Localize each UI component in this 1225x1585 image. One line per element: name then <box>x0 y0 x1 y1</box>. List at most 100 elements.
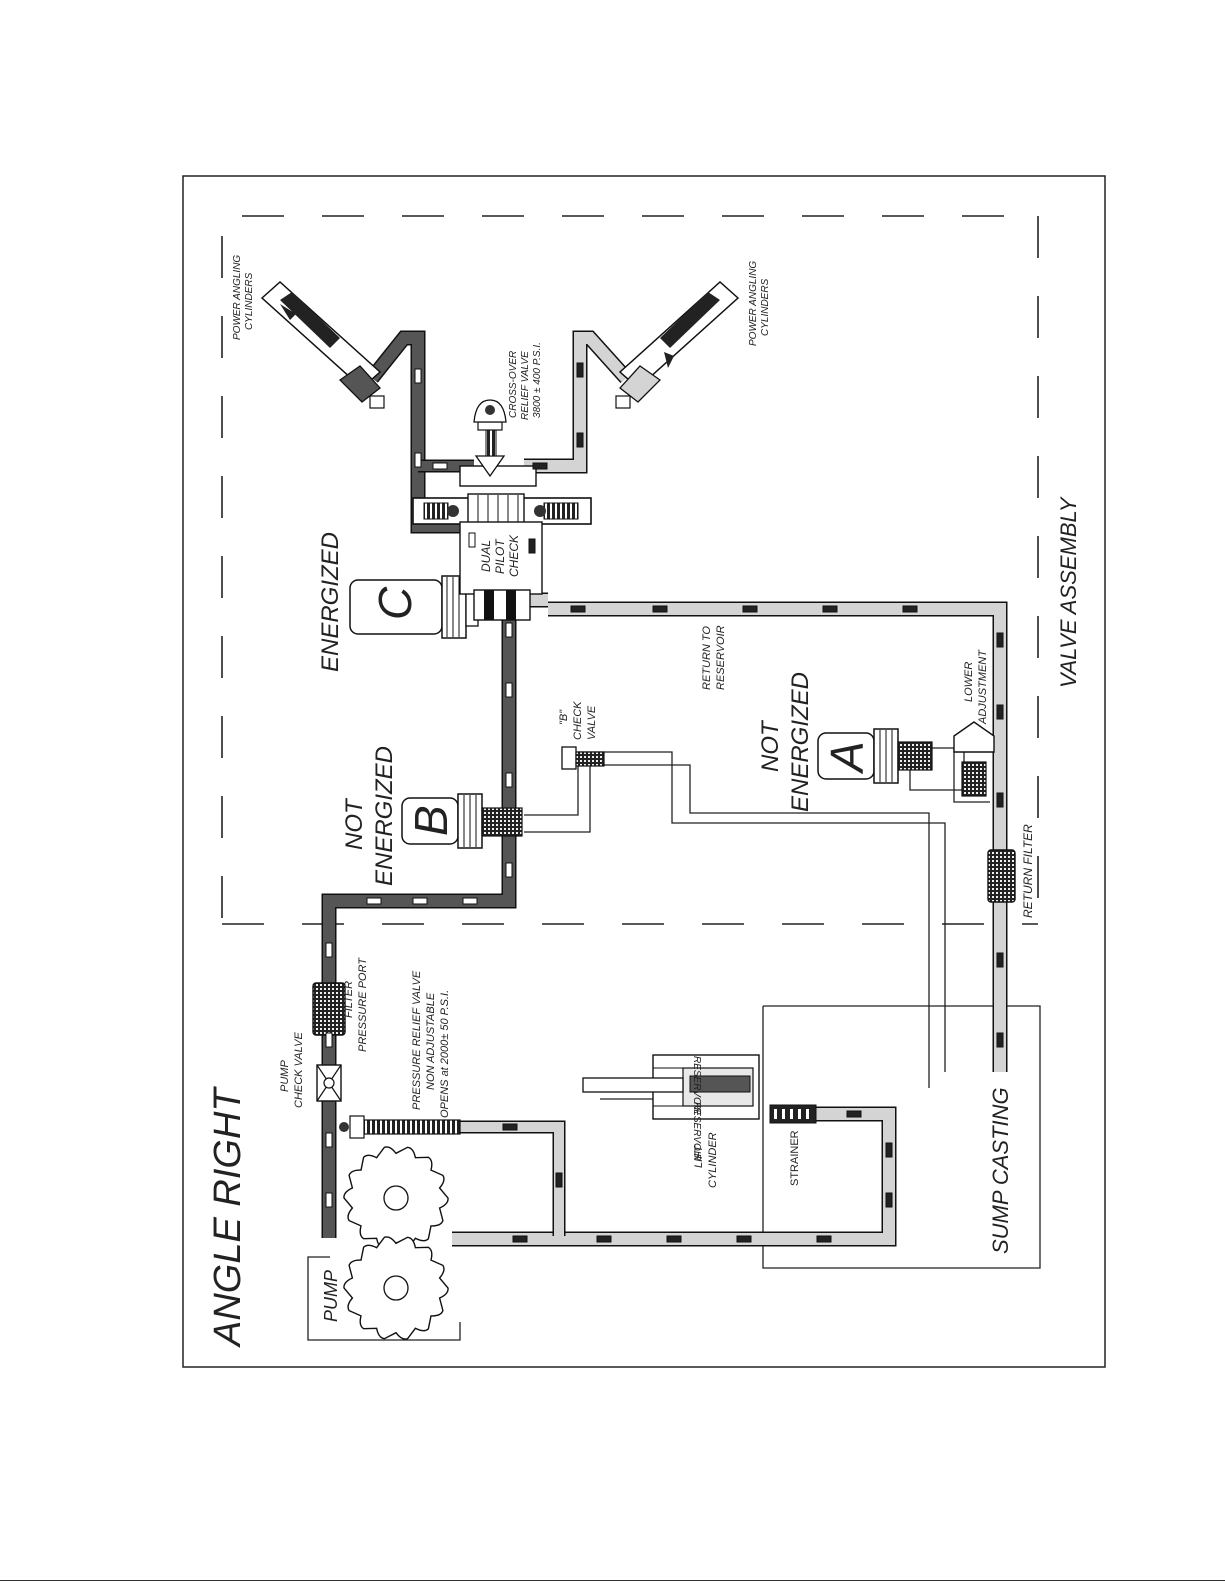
pilot-lines <box>524 747 990 1100</box>
cross-over-relief-label: CROSS-OVER RELIEF VALVE 3800 ± 400 P.S.I… <box>508 342 543 420</box>
pressure-arrow-2 <box>325 1032 333 1048</box>
pressure-arrow-h-1 <box>412 897 428 905</box>
return-to-reservoir-label: RETURN TO RESERVOIR <box>701 625 727 690</box>
return-arrow-v-2 <box>996 792 1004 808</box>
return-arrow-v-4 <box>996 1032 1004 1048</box>
pressure-arrow-v-0 <box>505 862 513 878</box>
pressure-arrow-h-2 <box>462 897 478 905</box>
cross-over-relief-valve-icon <box>459 399 537 487</box>
dual-pilot-check-icon <box>412 493 592 621</box>
valve-assembly-boundary <box>221 215 1039 925</box>
pressure-arrow-pilot <box>468 532 476 548</box>
return-arrow-h-3 <box>822 605 838 613</box>
flow-arrows <box>325 362 1004 1243</box>
pump-gear-upper-hub <box>383 1185 409 1211</box>
return-arrow-h-0 <box>570 605 586 613</box>
relief-arrow-v-0 <box>555 1172 563 1188</box>
svg-text:CYLINDERS: CYLINDERS <box>244 272 255 330</box>
return-arrow-right-0 <box>576 362 584 378</box>
relief-arrow-0 <box>502 1123 518 1131</box>
suction-arrow-h-1 <box>736 1235 752 1243</box>
pressure-arrow-left-1 <box>414 368 422 384</box>
svg-text:CYLINDERS: CYLINDERS <box>760 278 771 336</box>
svg-text:ADJUSTMENT: ADJUSTMENT <box>977 649 989 725</box>
suction-arrow-h-0 <box>816 1235 832 1243</box>
svg-text:CHECK: CHECK <box>572 701 584 740</box>
svg-text:RESERVOIR: RESERVOIR <box>715 625 727 690</box>
solenoid-a-icon <box>817 728 933 784</box>
strainer-label: STRAINER <box>789 1130 801 1186</box>
return-filter-label: RETURN FILTER <box>1021 824 1035 918</box>
solenoid-a-state: NOT ENERGIZED <box>757 672 814 812</box>
svg-text:CHECK VALVE: CHECK VALVE <box>293 1032 305 1108</box>
svg-text:NOT: NOT <box>757 719 784 772</box>
relief-return-pipe <box>460 1122 564 1236</box>
lift-cylinder-label: LIFT CYLINDER <box>693 1132 719 1188</box>
svg-text:PILOT: PILOT <box>493 538 507 574</box>
svg-text:CROSS-OVER: CROSS-OVER <box>508 351 519 418</box>
diagram-title: ANGLE RIGHT <box>207 1086 249 1348</box>
suction-arrow-v-0 <box>885 1142 893 1158</box>
svg-text:FILTER: FILTER <box>343 981 355 1018</box>
relief-return-pipe-outline <box>460 1120 566 1236</box>
pressure-arrow-1 <box>325 1132 333 1148</box>
svg-text:CHECK: CHECK <box>507 534 521 577</box>
return-arrow-right-1 <box>576 432 584 448</box>
solenoid-a-letter: A <box>821 741 873 775</box>
pump-gears-icon <box>343 1146 449 1340</box>
pressure-arrow-h-0 <box>366 897 382 905</box>
pressure-relief-spring-icon <box>339 1115 461 1139</box>
svg-text:LOWER: LOWER <box>963 662 975 702</box>
diagram-frame <box>182 175 1106 1368</box>
page-bottom-rule <box>0 1580 1225 1581</box>
solenoid-b-letter: B <box>405 805 457 836</box>
lift-cylinder-icon <box>582 1054 760 1120</box>
svg-text:POWER ANGLING: POWER ANGLING <box>748 261 759 346</box>
svg-text:ENERGIZED: ENERGIZED <box>371 746 398 886</box>
filter-pressure-port-label: FILTER PRESSURE PORT <box>343 957 369 1052</box>
svg-text:VALVE: VALVE <box>586 705 598 740</box>
svg-text:LIFT: LIFT <box>693 1144 705 1168</box>
sump-casting-box <box>762 1005 1041 1269</box>
pump-label: PUMP <box>321 1270 341 1322</box>
power-angling-cylinder-right-icon <box>615 280 740 409</box>
dual-pilot-check-label: DUAL PILOT CHECK <box>479 534 521 577</box>
solenoid-b-icon <box>401 793 523 849</box>
svg-text:ENERGIZED: ENERGIZED <box>787 672 814 812</box>
power-angling-left-label: POWER ANGLING CYLINDERS <box>232 255 255 340</box>
return-arrow-crossover <box>532 462 548 470</box>
return-pipe-reservoir-outline <box>548 601 1008 1072</box>
solenoid-c-state: ENERGIZED <box>317 532 344 672</box>
pump-check-valve-icon <box>316 1064 342 1102</box>
b-check-valve-label: "B" CHECK VALVE <box>558 701 598 740</box>
valve-assembly-label: VALVE ASSEMBLY <box>1056 496 1081 688</box>
power-angling-cylinder-left-icon <box>260 280 385 409</box>
pressure-arrow-v-1 <box>505 772 513 788</box>
return-arrow-h-1 <box>652 605 668 613</box>
return-arrow-pilot <box>528 538 536 554</box>
svg-text:POWER ANGLING: POWER ANGLING <box>232 255 243 340</box>
svg-text:RELIEF VALVE: RELIEF VALVE <box>520 351 531 420</box>
sump-casting-label: SUMP CASTING <box>988 1087 1013 1254</box>
return-arrow-v-0 <box>996 632 1004 648</box>
pump-check-valve-label: PUMP CHECK VALVE <box>279 1032 305 1108</box>
return-pipe-reservoir <box>548 603 1006 1072</box>
svg-text:PRESSURE RELIEF VALVE: PRESSURE RELIEF VALVE <box>411 970 423 1110</box>
return-arrow-h-4 <box>902 605 918 613</box>
return-pipe-right-cylinder <box>524 332 631 472</box>
suction-arrow-h-3 <box>596 1235 612 1243</box>
solenoid-c-letter: C <box>369 586 421 620</box>
reservoir-label-bottom: RESERVOIR <box>691 1102 702 1161</box>
svg-text:"B": "B" <box>558 709 570 725</box>
pressure-arrow-0 <box>325 1192 333 1208</box>
svg-text:RETURN TO: RETURN TO <box>701 626 713 690</box>
reservoir-label-top: RESERVOIR <box>691 1056 702 1115</box>
svg-text:3800 ± 400 P.S.I.: 3800 ± 400 P.S.I. <box>532 342 543 418</box>
pump-bracket <box>307 1256 461 1341</box>
pressure-arrow-v-2 <box>505 682 513 698</box>
pressure-arrow-3 <box>325 942 333 958</box>
b-check-valve-icon <box>561 746 605 770</box>
pressure-relief-label: PRESSURE RELIEF VALVE NON ADJUSTABLE OPE… <box>411 970 451 1118</box>
pressure-filter-icon <box>312 982 346 1036</box>
